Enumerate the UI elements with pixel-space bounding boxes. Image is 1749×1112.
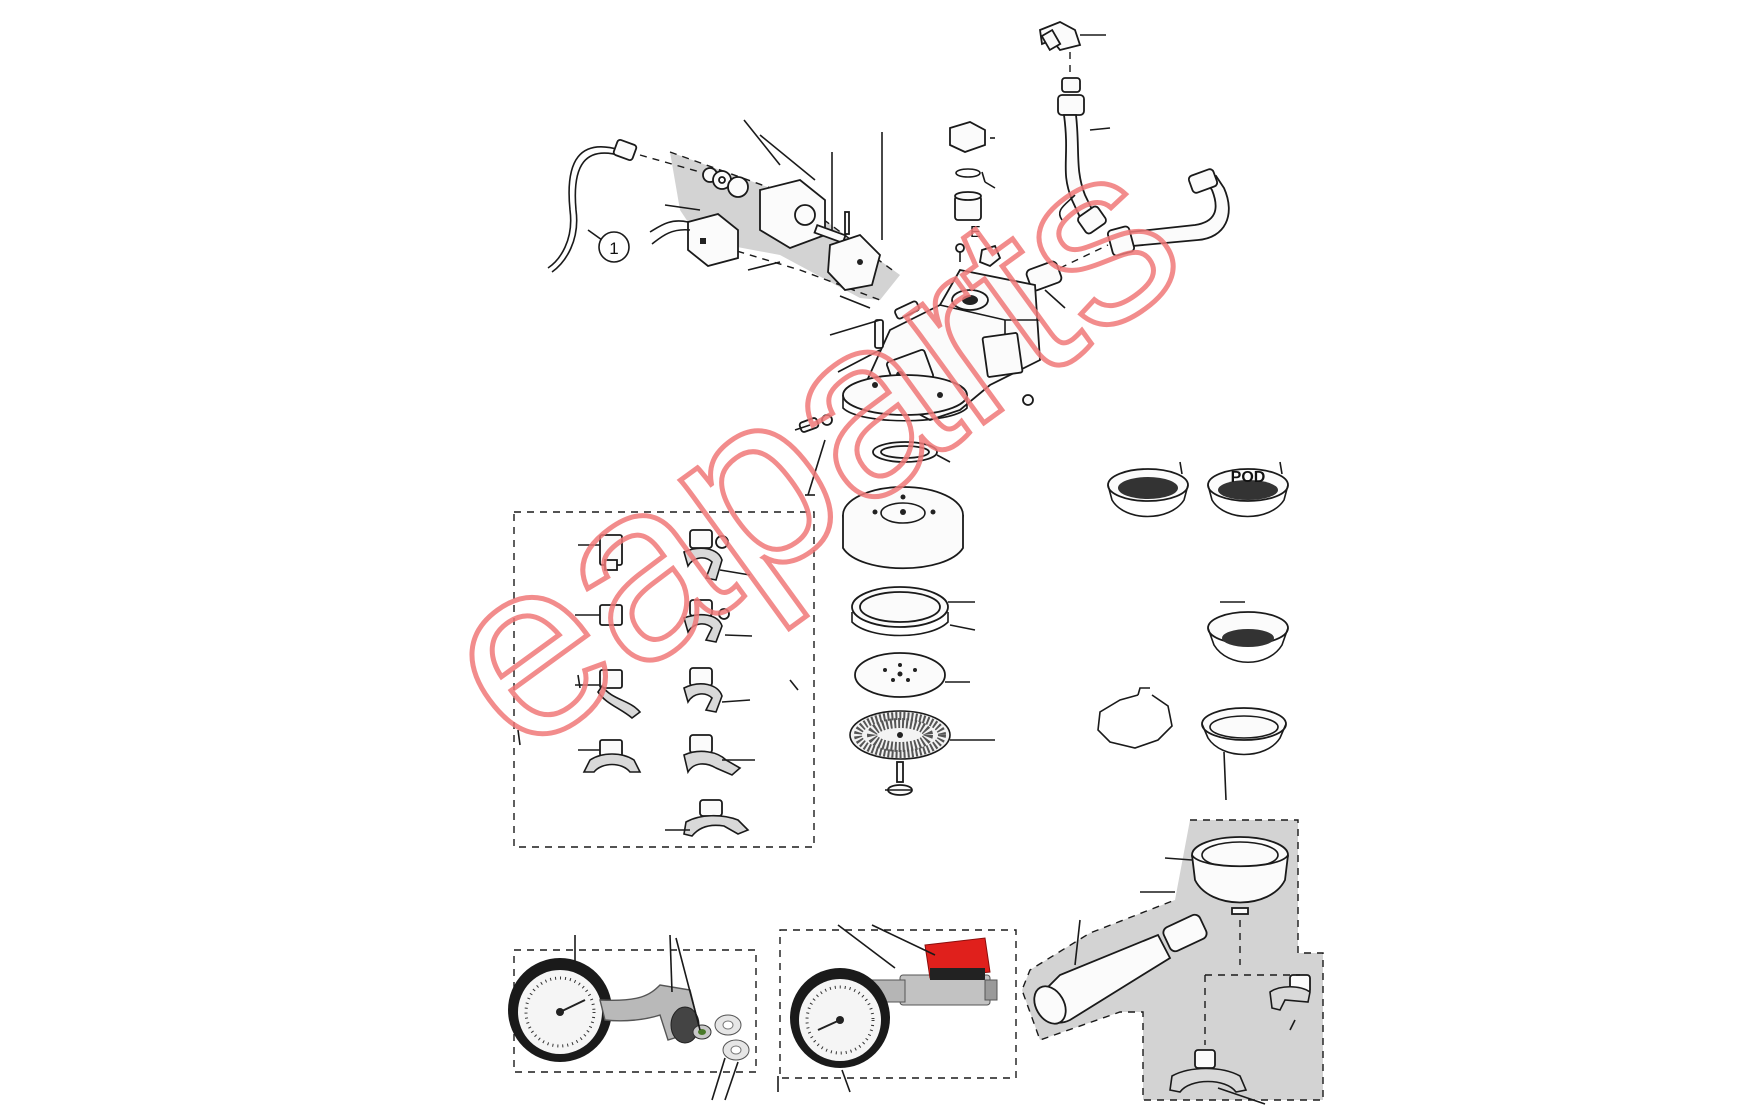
spout-straight [578, 534, 623, 571]
coil-connector [649, 213, 739, 267]
basket-ring [1201, 707, 1287, 801]
svg-text:E: E [970, 224, 981, 241]
gauge-washers-1 [692, 1014, 750, 1061]
group-gasket-stack [842, 441, 995, 796]
ball-valve [899, 937, 998, 1006]
spout-double-e [665, 799, 750, 837]
portafilter-assembly [1021, 819, 1324, 1105]
filter-basket-pod: POD [1207, 461, 1289, 518]
pod-label: POD [1231, 469, 1266, 486]
steam-pipe-assembly [1025, 21, 1230, 309]
filter-basket-double [1207, 601, 1289, 664]
group-head-body [794, 268, 1041, 496]
elbow-fitting [1039, 21, 1082, 52]
spout-short [575, 604, 623, 626]
gauge-dial-2 [790, 968, 890, 1068]
pressure-gauge-kit-2 [777, 924, 1017, 1093]
spout-double-left [578, 739, 642, 773]
solenoid-cable [547, 145, 623, 273]
filter-baskets: POD [1097, 461, 1289, 801]
portafilter-handle [1033, 913, 1208, 1025]
spout-double-a [683, 529, 751, 581]
portafilter-spout-single [1269, 974, 1311, 1011]
spout-double-c [683, 667, 751, 713]
gauge-dial-1 [508, 958, 612, 1062]
pressure-relief-parts: E [949, 121, 1002, 268]
pressure-gauge-kit-1 [508, 934, 757, 1101]
filter-basket-single [1107, 461, 1189, 518]
portafilter-ring [1191, 836, 1289, 915]
spout-options-box [513, 511, 815, 848]
callout-number: 1 [609, 239, 618, 258]
spout-double-d [683, 734, 755, 776]
gauge-elbow-fitting-1 [599, 984, 701, 1044]
basket-spring-clip [1097, 687, 1173, 749]
spout-double-b [683, 599, 753, 643]
shower-screen [849, 710, 951, 760]
portafilter-spout-double [1169, 1049, 1248, 1093]
solenoid-valve-assembly: 1 [547, 119, 900, 309]
